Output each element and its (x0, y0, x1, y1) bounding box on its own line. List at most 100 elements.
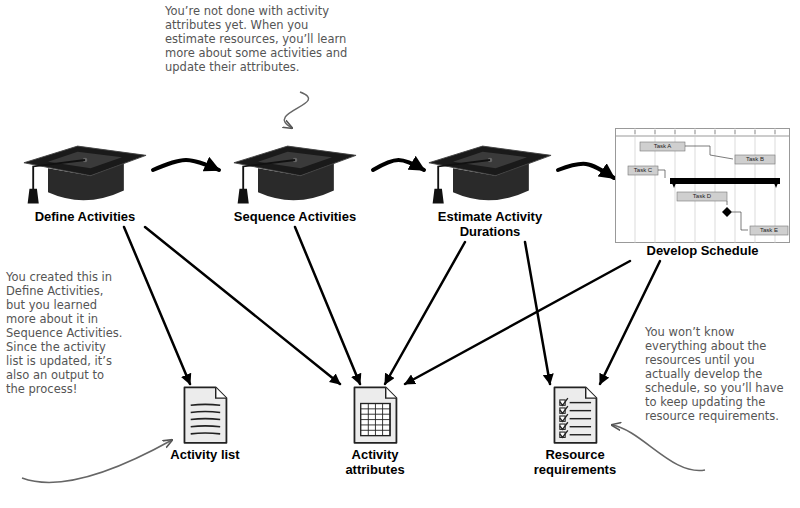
checkbox (560, 408, 565, 413)
grid-line (675, 128, 676, 243)
output-arrow (124, 227, 190, 384)
step-label: Estimate Activity Durations (425, 209, 555, 239)
grid-line (695, 128, 696, 243)
tick (675, 130, 676, 134)
gantt-chart-icon (615, 128, 790, 243)
table-grid (361, 404, 390, 436)
output-document: Activity list (165, 385, 245, 462)
process-flow-arrow (153, 160, 219, 170)
tassel (433, 189, 444, 204)
tassel (238, 189, 249, 204)
process-step: Define Activities (20, 135, 150, 224)
grid-line (389, 404, 390, 436)
cap-board (24, 146, 146, 176)
tassel-cord (33, 160, 85, 191)
task-bar (640, 142, 685, 151)
step-label: Develop Schedule (615, 243, 790, 258)
task-bar (735, 155, 775, 164)
document-page (354, 387, 396, 442)
summary-bar (670, 178, 780, 184)
cap-shine (453, 152, 527, 169)
tassel-cord (438, 160, 490, 191)
text-line (191, 404, 220, 406)
annotation-note: You’re not done with activity attributes… (165, 4, 350, 74)
task-label: Task C (628, 166, 658, 175)
grid-line (635, 128, 636, 243)
text-line (191, 411, 220, 413)
grid-line (775, 128, 776, 243)
grid-line (375, 404, 376, 436)
cap-skull (48, 163, 124, 200)
step-label: Resource requirements (520, 447, 630, 477)
output-document: Resource requirements (520, 385, 630, 477)
checkbox (560, 400, 565, 405)
graduation-cap-icon (20, 135, 150, 209)
checkbox (560, 424, 565, 429)
check-mark (560, 422, 568, 429)
cap-button (83, 158, 88, 163)
leader-line (612, 425, 705, 471)
output-arrow (385, 242, 465, 384)
tick (715, 130, 716, 134)
grid-line (655, 128, 656, 243)
task-label: Task E (750, 226, 788, 235)
page-fold (386, 387, 397, 398)
chart-frame (616, 129, 790, 243)
output-arrow (295, 227, 360, 384)
grid-line (735, 128, 736, 243)
grid-line (755, 128, 756, 243)
tick (775, 130, 776, 134)
cap-button (293, 158, 298, 163)
process-flow-arrow (558, 164, 614, 178)
output-arrow (145, 227, 340, 384)
process-step: Sequence Activities (220, 135, 370, 224)
graduation-cap-icon (230, 135, 360, 209)
tassel (28, 189, 39, 204)
document-page (554, 387, 596, 442)
step-label: Define Activities (20, 209, 150, 224)
page-fold (216, 387, 227, 398)
step-label: Activity attributes (325, 447, 425, 477)
cap-skull (453, 163, 529, 200)
grid-line (715, 128, 716, 243)
leader-line (22, 440, 172, 482)
task-label: Task A (640, 142, 685, 151)
checkbox (560, 432, 565, 437)
process-flow-arrow (373, 160, 424, 170)
cap-button (488, 158, 493, 163)
checkbox (560, 416, 565, 421)
text-line (570, 402, 591, 403)
chart-header-line (615, 136, 790, 137)
cap-shine (48, 152, 122, 169)
output-document: Activity attributes (325, 385, 425, 477)
graduation-cap-icon (425, 135, 555, 209)
grid-line (368, 404, 369, 436)
tick (635, 130, 636, 134)
step-label: Sequence Activities (220, 209, 370, 224)
grid-line (361, 419, 390, 420)
document-icon (180, 385, 230, 447)
check-mark (560, 430, 568, 437)
task-label: Task B (735, 155, 775, 164)
text-line (191, 418, 220, 421)
tick (735, 130, 736, 134)
cap-skull (258, 163, 334, 200)
text-line (570, 418, 591, 419)
task-bar (628, 166, 658, 175)
check-mark (560, 398, 568, 405)
output-arrow (600, 261, 660, 384)
text-line (191, 425, 220, 427)
step-label: Activity list (165, 447, 245, 462)
cap-board (429, 146, 551, 176)
document-icon (350, 385, 400, 447)
milestone-diamond (722, 207, 732, 217)
tick (755, 130, 756, 134)
cap-board (234, 146, 356, 176)
grid-line (361, 424, 390, 425)
tassel-cord (243, 160, 295, 191)
task-bar (677, 192, 727, 201)
text-line (570, 426, 591, 427)
leader-line (284, 92, 308, 128)
tick (695, 130, 696, 134)
